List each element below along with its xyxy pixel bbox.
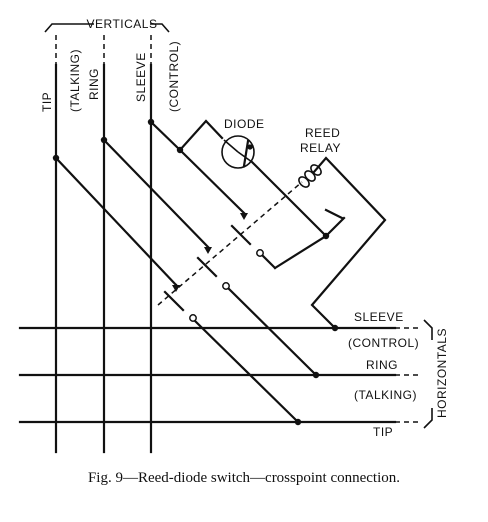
figure-caption: Fig. 9—Reed-diode switch—crosspoint conn… bbox=[88, 470, 400, 486]
horizontals-bracket: HORIZONTALS bbox=[423, 319, 449, 429]
relay-coil-wiring bbox=[250, 156, 387, 332]
horizontal-talking-label: (TALKING) bbox=[354, 388, 417, 402]
vertical-control-label: (CONTROL) bbox=[167, 41, 181, 112]
vertical-sleeve-label: SLEEVE bbox=[134, 52, 148, 102]
vertical-ring-label: RING bbox=[87, 68, 101, 100]
tip-reed-contact bbox=[189, 314, 197, 322]
horizontal-control-label: (CONTROL) bbox=[348, 336, 419, 350]
vertical-tip-label: TIP bbox=[40, 92, 54, 112]
tip-horizontal-junction bbox=[294, 418, 302, 426]
diode-label: DIODE bbox=[224, 117, 265, 131]
horizontal-sleeve-label: SLEEVE bbox=[354, 310, 404, 324]
sleeve-crosspoint-path bbox=[147, 118, 328, 270]
vertical-talking-label: (TALKING) bbox=[68, 49, 82, 112]
reed-label: REED bbox=[305, 126, 340, 140]
sleeve-horizontal-junction bbox=[331, 324, 339, 332]
ring-horizontal-junction bbox=[312, 371, 320, 379]
ring-crosspoint-path bbox=[100, 136, 320, 379]
sleeve-reed-contact bbox=[256, 249, 264, 257]
verticals-label: VERTICALS bbox=[87, 17, 158, 31]
diode-symbol: DIODE bbox=[221, 117, 265, 169]
horizontal-tip-label: TIP bbox=[373, 425, 393, 439]
tip-crosspoint-path bbox=[52, 154, 302, 426]
sleeve-vertical-tap bbox=[147, 118, 155, 126]
horizontal-ring-label: RING bbox=[366, 358, 398, 372]
reed-relay-coil: REED RELAY bbox=[298, 126, 341, 188]
ring-vertical-junction bbox=[100, 136, 108, 144]
relay-mechanical-linkage bbox=[157, 181, 303, 306]
horizontals-label: HORIZONTALS bbox=[435, 328, 449, 418]
relay-label: RELAY bbox=[300, 141, 341, 155]
ring-reed-contact bbox=[222, 282, 230, 290]
sleeve-vertical-junction bbox=[176, 146, 184, 154]
diode-circle bbox=[221, 135, 255, 169]
tip-vertical-junction bbox=[52, 154, 60, 162]
verticals-bracket: VERTICALS bbox=[44, 17, 170, 33]
